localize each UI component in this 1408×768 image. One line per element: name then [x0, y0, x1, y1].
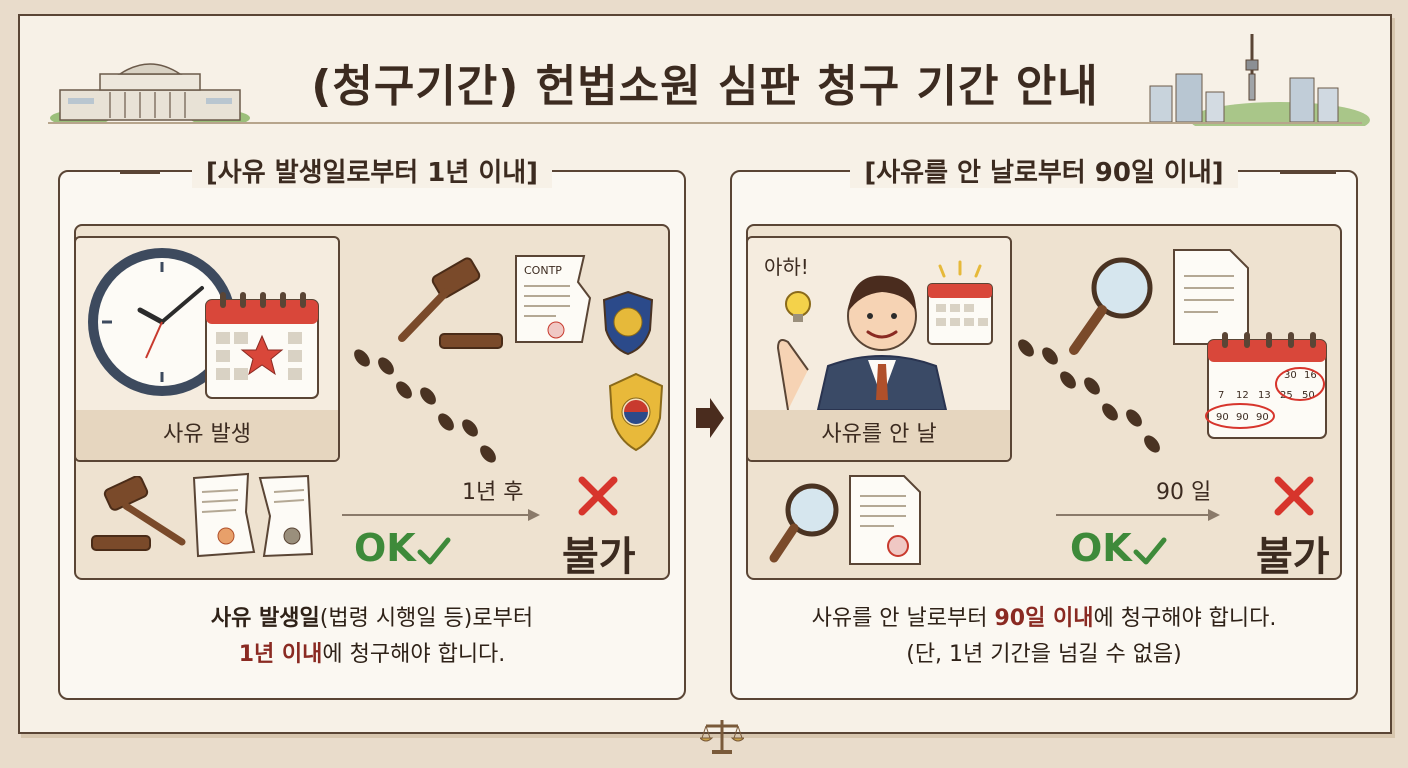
description-one-year: 사유 발생일(법령 시행일 등)로부터 — [60, 600, 684, 632]
scales-icon — [700, 720, 744, 754]
magnifier-bottom-icon — [769, 483, 839, 563]
panel-heading-text: [사유를 안 날로부터 90일 이내] — [850, 158, 1238, 188]
calendar-number: 13 — [1258, 390, 1271, 401]
description-one-year-line2: 1년 이내에 청구해야 합니다. — [60, 636, 684, 668]
desc-pre: 사유를 안 날로부터 — [811, 606, 995, 631]
document-icon — [1173, 249, 1249, 345]
magnifier-icon — [1069, 257, 1153, 355]
description-ninety-days-line2: (단, 1년 기간을 넘길 수 없음) — [906, 642, 1182, 667]
illustration-one-year: 사유 발생 CONTP — [74, 224, 670, 580]
contract-label: CONTP — [524, 264, 562, 277]
check-icon — [417, 537, 451, 564]
calendar-ninety-days-icon: 30 16 7 12 13 25 50 90 90 90 — [1205, 332, 1327, 439]
not-allowed-label: 불가 — [562, 534, 636, 580]
scene-became-aware: 아하! — [746, 236, 1012, 462]
panel-heading-one-year: [사유 발생일로부터 1년 이내] — [60, 152, 684, 189]
desc-bold: 사유 발생일 — [210, 606, 320, 631]
police-shield-icon — [602, 290, 654, 356]
timeline-label: 1년 후 — [462, 480, 524, 505]
gavel-icon — [398, 257, 503, 349]
x-icon — [578, 476, 618, 516]
document-stamp-icon — [849, 475, 921, 565]
ok-text: OK — [354, 526, 416, 570]
desc-rest-2: 에 청구해야 합니다. — [322, 642, 506, 667]
calendar-number: 90 — [1256, 412, 1269, 423]
calendar-number: 25 — [1280, 390, 1293, 401]
check-icon — [1133, 537, 1167, 564]
assembly-building-icon — [50, 63, 250, 124]
footprints-icon — [354, 349, 496, 463]
torn-contract-icon: CONTP — [515, 255, 592, 343]
infographic-sheet: (청구기간) 헌법소원 심판 청구 기간 안내 [사유 발생일로부터 1년 이내… — [18, 14, 1392, 754]
title-divider — [48, 122, 1362, 124]
torn-documents-icon — [192, 472, 314, 558]
ok-label: OK — [1070, 526, 1168, 570]
footprints-icon — [1018, 339, 1160, 453]
ok-label: OK — [354, 526, 452, 570]
calendar-number: 30 — [1284, 370, 1297, 381]
scene-caption: 사유를 안 날 — [748, 410, 1010, 460]
desc-post: 에 청구해야 합니다. — [1093, 606, 1277, 631]
illustration-ninety-days: 아하! — [746, 224, 1342, 580]
calendar-number: 7 — [1218, 390, 1224, 401]
description-ninety-days: 사유를 안 날로부터 90일 이내에 청구해야 합니다. — [732, 600, 1356, 632]
gavel-bottom-icon — [91, 476, 186, 551]
scene-caption: 사유 발생 — [76, 410, 338, 460]
clock-calendar-illustration — [88, 248, 319, 399]
next-arrow-icon — [696, 398, 724, 438]
calendar-number: 90 — [1216, 412, 1229, 423]
x-icon — [1274, 476, 1314, 516]
timeline-arrow — [1056, 509, 1220, 521]
desc-rest: (법령 시행일 등)로부터 — [319, 606, 534, 631]
scene-event-occurred: 사유 발생 — [74, 236, 340, 462]
not-allowed-label: 불가 — [1256, 534, 1330, 580]
panel-heading-text: [사유 발생일로부터 1년 이내] — [191, 158, 553, 188]
timeline-arrow — [342, 509, 540, 521]
person-illustration: 아하! — [764, 255, 993, 411]
city-skyline-icon — [1149, 34, 1370, 126]
page-title: (청구기간) 헌법소원 심판 청구 기간 안내 — [311, 61, 1099, 112]
heading-line-left — [120, 172, 160, 174]
speech-text: 아하! — [764, 255, 809, 279]
calendar-icon — [205, 292, 319, 399]
timeline-label: 90 일 — [1156, 480, 1212, 505]
calendar-number: 16 — [1304, 370, 1317, 381]
panel-heading-ninety-days: [사유를 안 날로부터 90일 이내] — [732, 152, 1356, 189]
panel-one-year: [사유 발생일로부터 1년 이내] — [58, 158, 686, 700]
calendar-small-icon — [927, 283, 993, 345]
calendar-number: 50 — [1302, 390, 1315, 401]
clock-icon — [88, 248, 236, 396]
ok-text: OK — [1070, 526, 1132, 570]
calendar-number: 90 — [1236, 412, 1249, 423]
panel-ninety-days: [사유를 안 날로부터 90일 이내] 아하! — [730, 158, 1358, 700]
calendar-number: 12 — [1236, 390, 1249, 401]
desc-highlight: 1년 이내 — [238, 642, 323, 667]
heading-line-right — [1280, 172, 1336, 174]
lightbulb-icon — [785, 291, 811, 322]
desc-highlight: 90일 이내 — [994, 606, 1094, 631]
police-badge-icon — [608, 372, 664, 452]
